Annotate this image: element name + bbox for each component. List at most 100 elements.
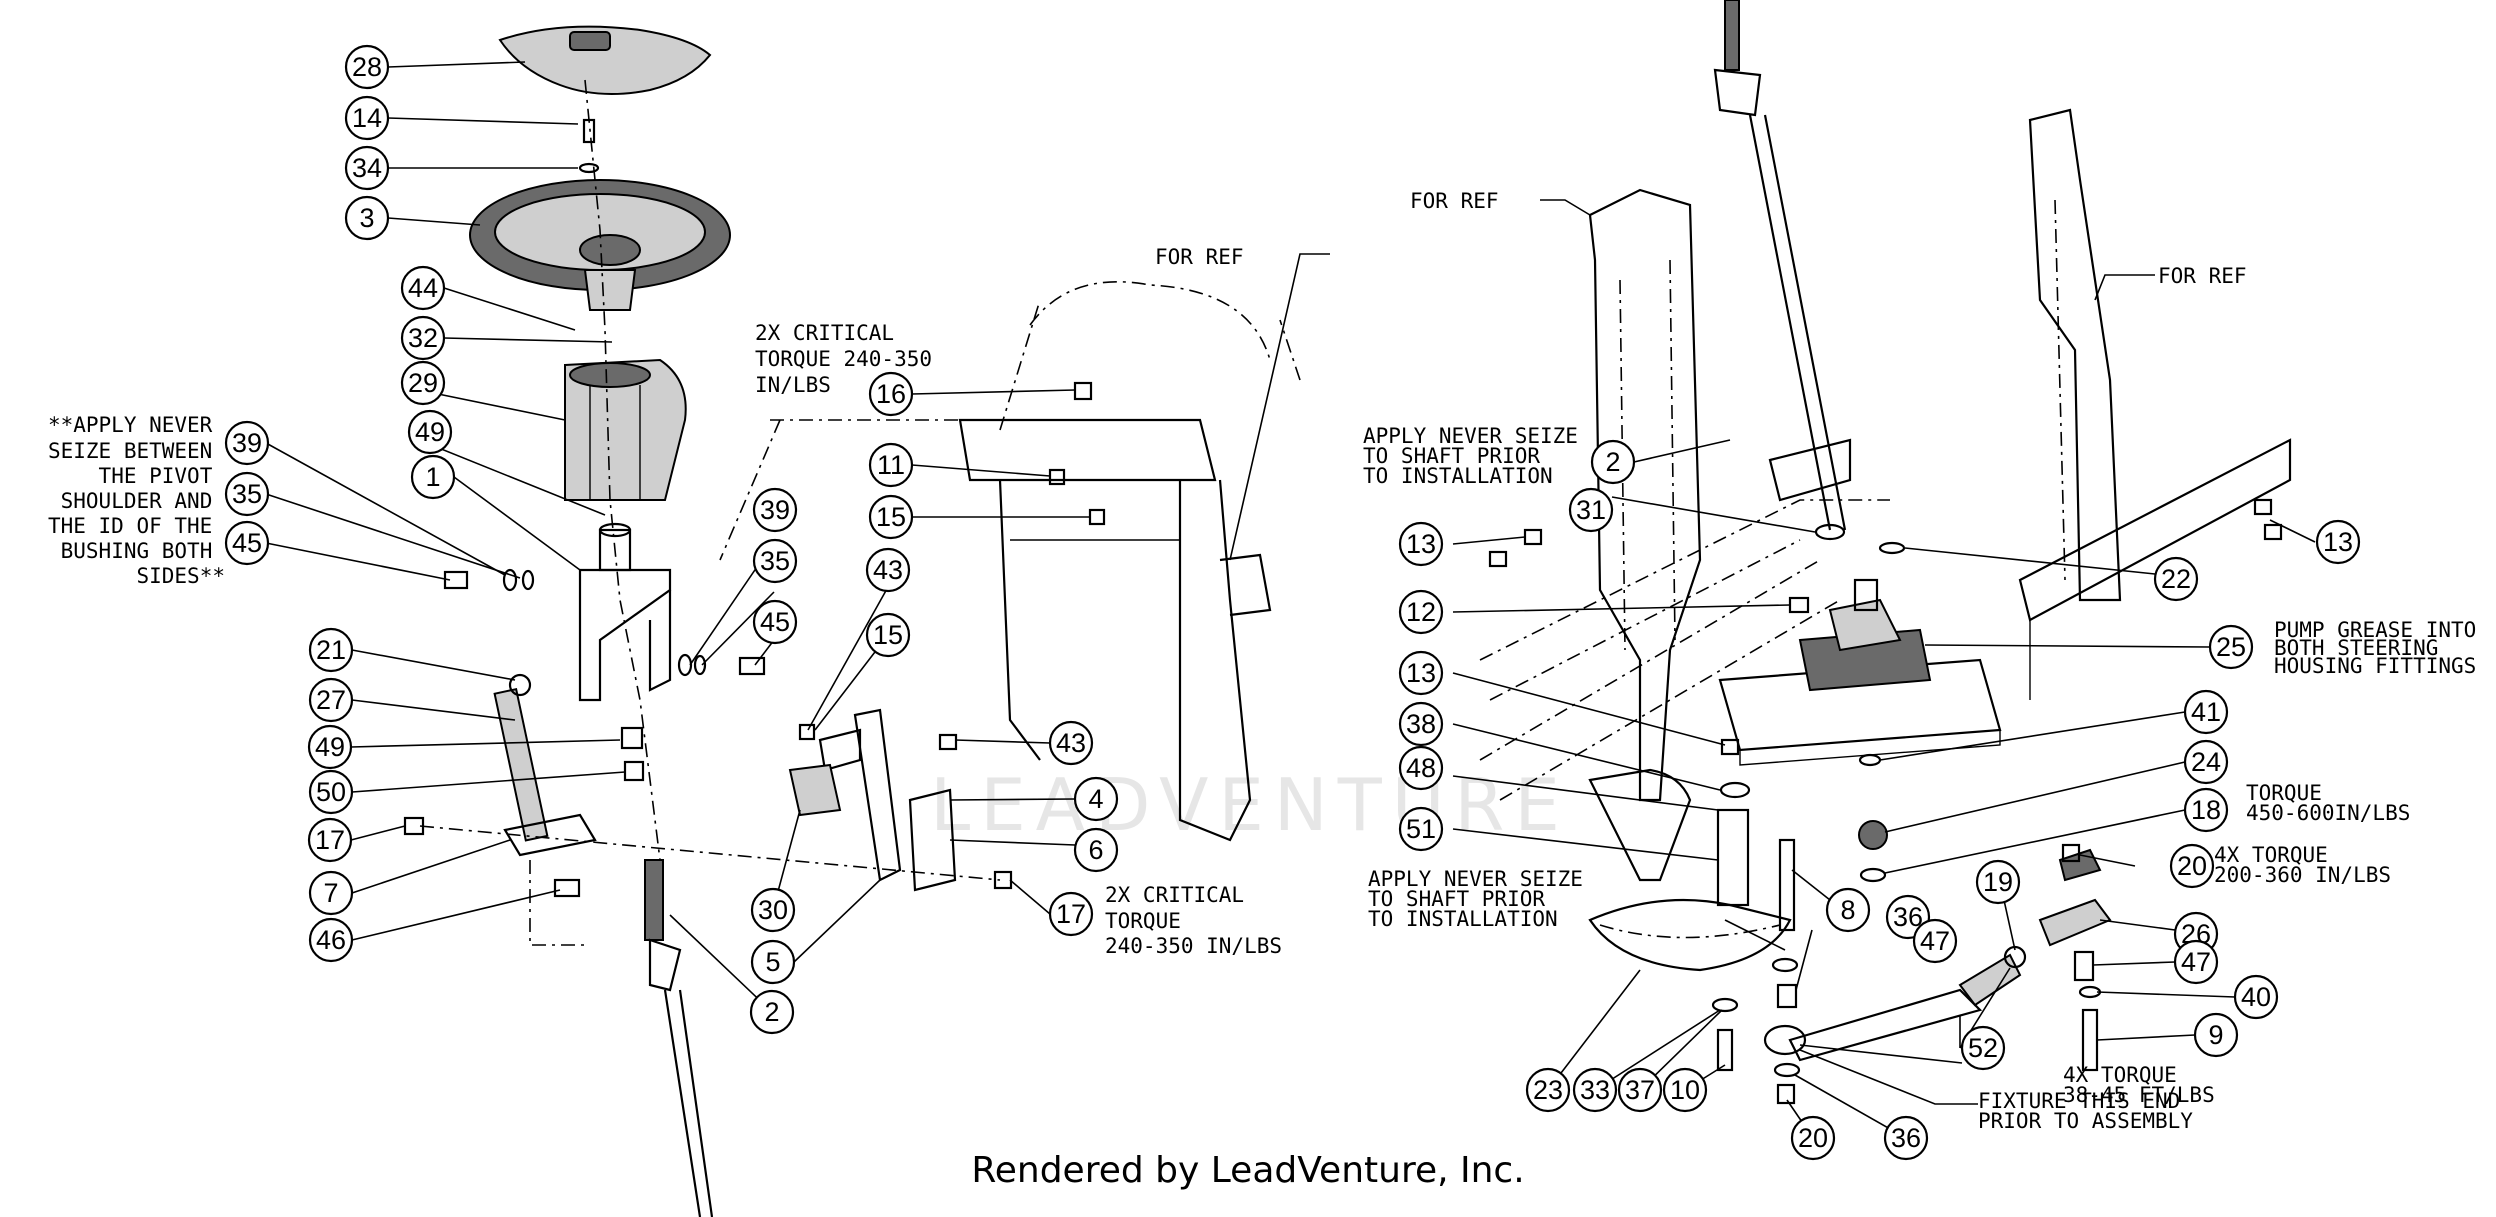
callout-17-right: 17 <box>1048 891 1094 937</box>
note-torque-20: 4X TORQUE 200-360 IN/LBS <box>2214 843 2391 887</box>
svg-text:1: 1 <box>425 462 440 492</box>
plate-part <box>908 788 957 892</box>
svg-text:49: 49 <box>315 732 345 762</box>
pedal-part <box>788 763 842 817</box>
svg-text:34: 34 <box>352 153 382 183</box>
svg-text:14: 14 <box>352 103 382 133</box>
callout-10: 10 <box>1662 1067 1708 1113</box>
callout-41: 41 <box>2183 689 2229 735</box>
lower-steering-shaft-part <box>644 859 714 1217</box>
spacer-38 <box>1719 781 1751 799</box>
callout-43-right: 43 <box>1048 720 1094 766</box>
callout-16: 16 <box>868 371 914 417</box>
footer-credit: Rendered by LeadVenture, Inc. <box>971 1150 1525 1191</box>
svg-text:27: 27 <box>316 685 346 715</box>
svg-text:8: 8 <box>1840 895 1855 925</box>
callout-36-bottom: 36 <box>1883 1115 1929 1161</box>
callout-18: 18 <box>2183 787 2229 833</box>
pin-8 <box>1778 838 1796 932</box>
svg-text:2: 2 <box>1605 447 1620 477</box>
nut-13-lower <box>1720 738 1740 756</box>
svg-text:25: 25 <box>2216 632 2246 662</box>
svg-text:50: 50 <box>316 777 346 807</box>
callout-14: 14 <box>344 95 390 141</box>
svg-text:43: 43 <box>1056 728 1086 758</box>
svg-text:31: 31 <box>1576 495 1606 525</box>
svg-text:16: 16 <box>876 379 906 409</box>
washer-37 <box>1711 997 1739 1013</box>
callout-20-bottom: 20 <box>1790 1115 1836 1161</box>
note-for-ref-1: FOR REF <box>1155 245 1244 269</box>
spacer-47-left <box>1776 983 1798 1009</box>
bolt-9 <box>2081 1008 2099 1072</box>
callout-13-left: 13 <box>1398 521 1444 567</box>
fastener-43 <box>938 733 958 751</box>
svg-text:41: 41 <box>2191 697 2221 727</box>
spacer-47 <box>2073 950 2095 982</box>
callout-28: 28 <box>344 44 390 90</box>
callout-12: 12 <box>1398 589 1444 635</box>
svg-text:20: 20 <box>1798 1123 1828 1153</box>
callout-2-left: 2 <box>749 989 795 1035</box>
svg-text:9: 9 <box>2208 1020 2223 1050</box>
callout-35-right: 35 <box>752 538 798 584</box>
pivot-hardware-left <box>443 568 535 592</box>
callout-2-right: 2 <box>1590 439 1636 485</box>
callout-49-top: 49 <box>407 409 453 455</box>
svg-text:13: 13 <box>2323 527 2353 557</box>
callout-19: 19 <box>1975 859 2021 905</box>
callout-24: 24 <box>2183 739 2229 785</box>
callout-29: 29 <box>400 360 446 406</box>
callout-32: 32 <box>400 315 446 361</box>
svg-text:20: 20 <box>2177 851 2207 881</box>
svg-text:45: 45 <box>232 528 262 558</box>
callout-15-bottom: 15 <box>865 612 911 658</box>
svg-text:15: 15 <box>873 620 903 650</box>
drag-link-part <box>1763 953 2022 1062</box>
svg-text:35: 35 <box>232 479 262 509</box>
callout-30: 30 <box>750 887 796 933</box>
callout-6: 6 <box>1073 827 1119 873</box>
svg-text:39: 39 <box>760 495 790 525</box>
svg-text:39: 39 <box>232 428 262 458</box>
svg-text:28: 28 <box>352 52 382 82</box>
svg-text:2: 2 <box>764 997 779 1027</box>
svg-text:7: 7 <box>323 878 338 908</box>
svg-text:15: 15 <box>876 502 906 532</box>
svg-text:10: 10 <box>1670 1075 1700 1105</box>
svg-text:44: 44 <box>408 273 438 303</box>
svg-text:51: 51 <box>1406 814 1436 844</box>
callout-51: 51 <box>1398 806 1444 852</box>
svg-text:13: 13 <box>1406 658 1436 688</box>
callout-11: 11 <box>868 442 914 488</box>
callout-39-left: 39 <box>224 420 270 466</box>
svg-text:47: 47 <box>2181 947 2211 977</box>
svg-text:17: 17 <box>1056 899 1086 929</box>
svg-text:24: 24 <box>2191 747 2221 777</box>
callout-25: 25 <box>2208 624 2254 670</box>
svg-text:23: 23 <box>1533 1075 1563 1105</box>
callout-9: 9 <box>2193 1012 2239 1058</box>
svg-text:52: 52 <box>1968 1033 1998 1063</box>
washer-18 <box>1859 867 1887 883</box>
svg-text:22: 22 <box>2161 564 2191 594</box>
svg-text:13: 13 <box>1406 529 1436 559</box>
pivot-bracket-part <box>578 522 672 702</box>
svg-text:29: 29 <box>408 368 438 398</box>
callout-27: 27 <box>308 677 354 723</box>
upper-steering-shaft-part <box>1713 0 1847 531</box>
note-critical-top: 2X CRITICAL TORQUE 240-350 IN/LBS <box>755 321 945 397</box>
callout-43-left: 43 <box>865 547 911 593</box>
callout-50: 50 <box>308 769 354 815</box>
callout-15-top: 15 <box>868 494 914 540</box>
note-fixture: FIXTURE THIS END PRIOR TO ASSEMBLY <box>1978 1089 2193 1133</box>
callout-5: 5 <box>750 939 796 985</box>
svg-text:47: 47 <box>1920 926 1950 956</box>
pivot-hardware-right <box>677 653 766 677</box>
center-frame-part <box>719 281 1301 842</box>
callout-7: 7 <box>308 870 354 916</box>
callout-1: 1 <box>410 454 456 500</box>
bolt-12 <box>1788 596 1810 614</box>
callout-22: 22 <box>2153 556 2199 602</box>
callout-44: 44 <box>400 265 446 311</box>
